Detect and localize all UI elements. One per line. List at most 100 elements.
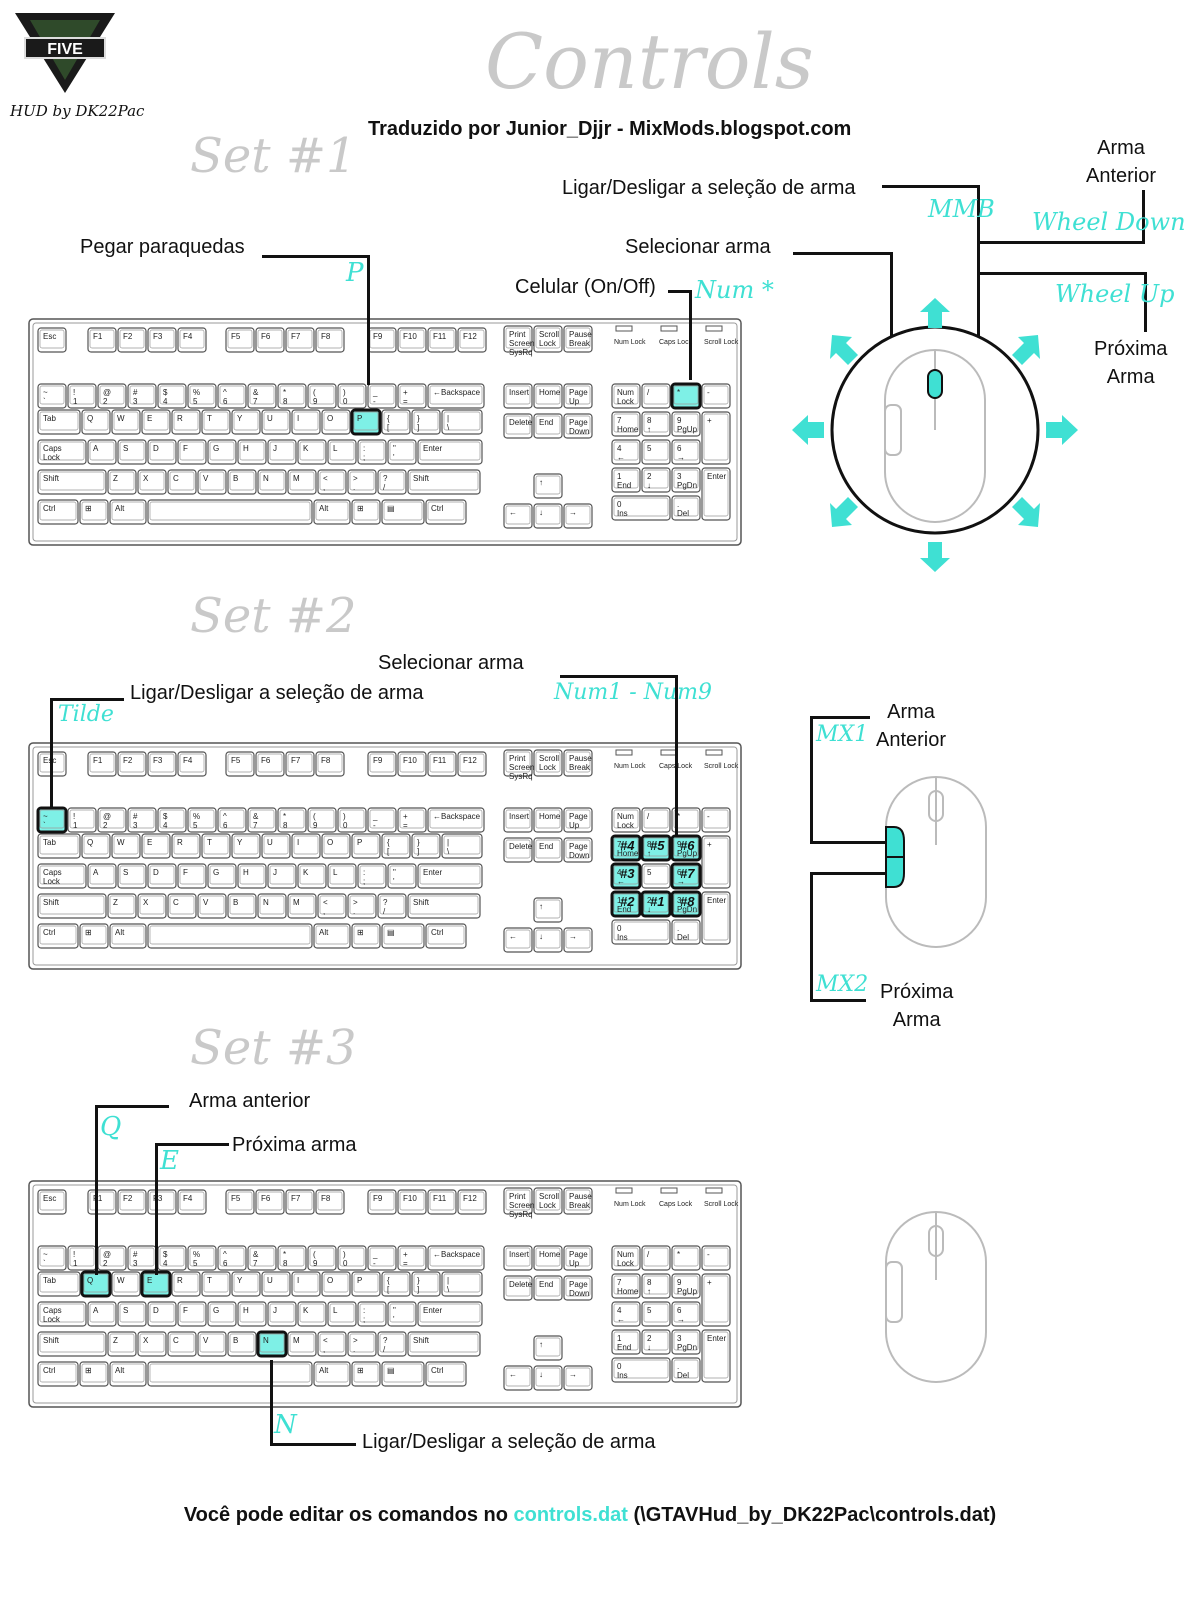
svg-text:Ins: Ins xyxy=(617,933,628,942)
key-r3-4: F xyxy=(177,439,207,465)
key-r1-2: @2 xyxy=(97,1245,127,1271)
key-f2: F2 xyxy=(117,1189,147,1215)
key-f6: F6 xyxy=(255,751,285,777)
num-weapon-label: #7 xyxy=(680,866,695,881)
key-r2-4: R xyxy=(171,1271,201,1297)
svg-text:{: { xyxy=(387,1276,390,1285)
key-label-n: N xyxy=(274,1410,297,1440)
key-r3-3: D xyxy=(147,1301,177,1327)
svg-text:Down: Down xyxy=(569,851,589,860)
key-r1-1: !1 xyxy=(67,807,97,833)
key-arrow-right: → xyxy=(563,1365,593,1391)
svg-text:Shift: Shift xyxy=(413,1336,430,1345)
key-f9: F9 xyxy=(367,1189,397,1215)
key-nav-4: End xyxy=(533,1275,563,1301)
svg-text:PgDn: PgDn xyxy=(677,481,697,490)
key-r2-9: O xyxy=(321,1271,351,1297)
svg-text:↓: ↓ xyxy=(647,1343,651,1352)
key-num-5: 8↑ xyxy=(640,834,672,862)
key-arrow-up: ↑ xyxy=(533,897,563,923)
svg-text:Tab: Tab xyxy=(43,838,56,847)
svg-text:H: H xyxy=(243,444,249,453)
key-r3-10: :; xyxy=(357,863,387,889)
svg-text:Lock: Lock xyxy=(43,453,61,462)
svg-text:Q: Q xyxy=(87,414,93,423)
key-r3-7: J xyxy=(267,863,297,889)
key-r3-7: J xyxy=(267,439,297,465)
svg-text:7: 7 xyxy=(617,840,622,849)
svg-text:F3: F3 xyxy=(153,756,163,765)
key-r2-1: Q xyxy=(81,409,111,435)
key-r3-4: F xyxy=(177,863,207,889)
key-nav-3: Delete xyxy=(503,413,533,439)
svg-text:↑: ↑ xyxy=(539,1340,543,1349)
svg-text:⊞: ⊞ xyxy=(357,504,364,513)
svg-text:Screen: Screen xyxy=(509,763,534,772)
svg-text:↑: ↑ xyxy=(539,902,543,911)
key-r3-5: G xyxy=(207,1301,237,1327)
key-f6: F6 xyxy=(255,1189,285,1215)
svg-text:A: A xyxy=(93,868,99,877)
svg-text:": " xyxy=(393,868,396,877)
key-r4-8: <, xyxy=(317,469,347,495)
svg-text::: : xyxy=(363,1306,365,1315)
svg-text:←: ← xyxy=(509,932,517,941)
svg-text:*: * xyxy=(677,1250,680,1259)
key-r3-2: S xyxy=(117,439,147,465)
svg-text:Delete: Delete xyxy=(509,1280,533,1289)
svg-text:): ) xyxy=(343,388,346,397)
svg-text:Tab: Tab xyxy=(43,1276,56,1285)
key-r1-2: @2 xyxy=(97,807,127,833)
svg-text:/: / xyxy=(383,1345,386,1354)
key-r1-1: !1 xyxy=(67,1245,97,1271)
svg-text:F5: F5 xyxy=(231,1194,241,1203)
svg-text:9: 9 xyxy=(313,397,318,406)
key-r5-2: Alt xyxy=(109,923,147,949)
key-nav-0: Insert xyxy=(503,1245,533,1271)
key-label-mx2: MX2 xyxy=(816,972,869,997)
key-r1-10: )0 xyxy=(337,807,367,833)
key-r5-0: Ctrl xyxy=(37,499,79,525)
svg-text:F: F xyxy=(183,1306,188,1315)
svg-text:': ' xyxy=(393,1315,395,1324)
svg-text:⊞: ⊞ xyxy=(85,1366,92,1375)
svg-text:9: 9 xyxy=(677,1278,682,1287)
svg-text:←: ← xyxy=(617,453,625,462)
svg-text:Enter: Enter xyxy=(707,472,726,481)
key-r3-9: L xyxy=(327,863,357,889)
key-r2-11: {[ xyxy=(381,409,411,435)
svg-text:_: _ xyxy=(372,1250,378,1259)
svg-text:F5: F5 xyxy=(231,756,241,765)
svg-text:←Backspace: ←Backspace xyxy=(433,1250,481,1259)
svg-text:▤: ▤ xyxy=(387,1366,395,1375)
svg-text:F4: F4 xyxy=(183,1194,193,1203)
key-r2-9: O xyxy=(321,833,351,859)
svg-text:/: / xyxy=(383,483,386,492)
key-r1-7: &7 xyxy=(247,807,277,833)
key-r4-2: X xyxy=(137,893,167,919)
svg-text:F2: F2 xyxy=(123,756,133,765)
key-r2-12: }] xyxy=(411,1271,441,1297)
svg-text:PgUp: PgUp xyxy=(677,425,698,434)
mouse-plain-diagram xyxy=(880,1210,990,1395)
svg-text:⊞: ⊞ xyxy=(357,1366,364,1375)
key-r3-5: G xyxy=(207,863,237,889)
svg-text:': ' xyxy=(393,877,395,886)
key-r1-8: *8 xyxy=(277,383,307,409)
key-r4-5: B xyxy=(227,893,257,919)
key-r5-1: ⊞ xyxy=(79,499,109,525)
svg-text:F1: F1 xyxy=(93,332,103,341)
svg-text:2: 2 xyxy=(647,896,652,905)
key-nav-4: End xyxy=(533,413,563,439)
svg-text:Page: Page xyxy=(569,1250,588,1259)
svg-text:7: 7 xyxy=(617,416,622,425)
svg-text:B: B xyxy=(233,474,238,483)
key-r4-3: C xyxy=(167,469,197,495)
controls-dat-link[interactable]: controls.dat xyxy=(513,1504,628,1526)
svg-text:Pause: Pause xyxy=(569,754,592,763)
svg-text:A: A xyxy=(93,444,99,453)
label-select-weapon-set2: Selecionar arma xyxy=(378,652,524,674)
key-r5-6: ▤ xyxy=(381,923,425,949)
